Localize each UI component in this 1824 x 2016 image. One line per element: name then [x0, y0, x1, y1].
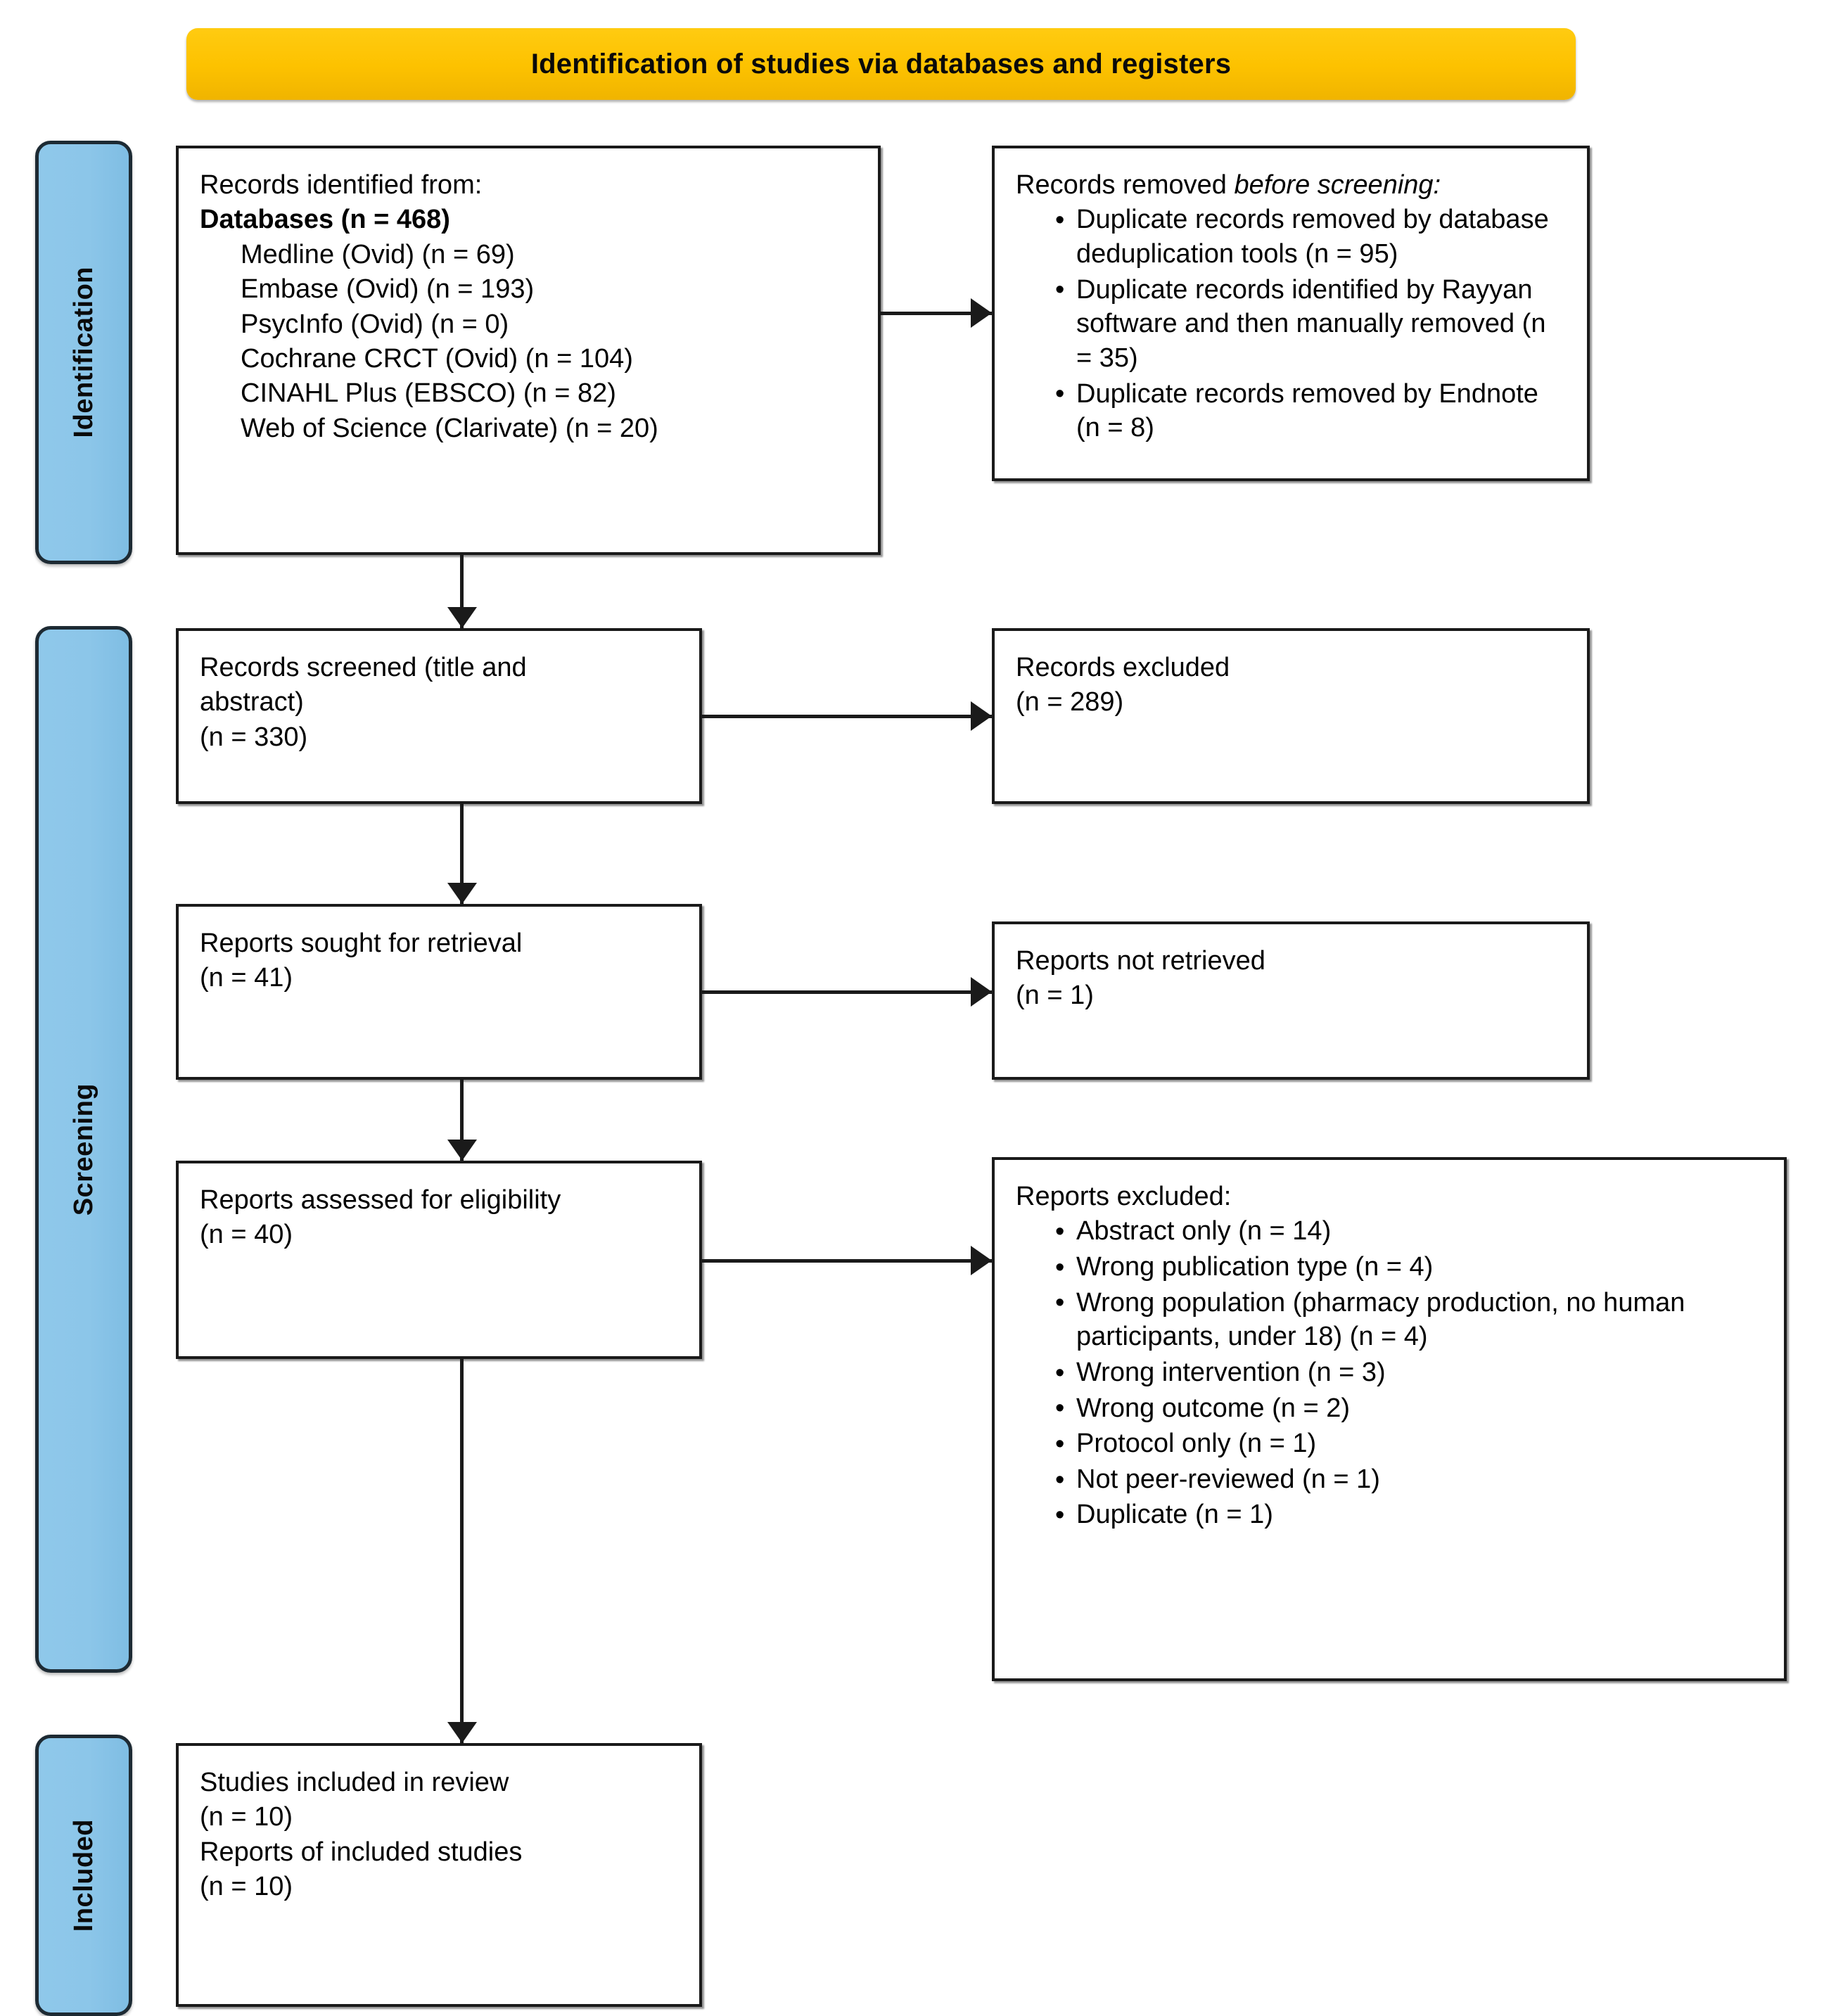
list-item: • Duplicate records removed by Endnote (n…	[1055, 377, 1569, 445]
box-studies-included: Studies included in review (n = 10) Repo…	[176, 1743, 702, 2007]
list-item: • Wrong intervention (n = 3)	[1055, 1355, 1766, 1390]
removed-item-dedup-tools: Duplicate records removed by database de…	[1076, 205, 1549, 269]
records-removed-heading-plain: Records removed	[1016, 170, 1235, 200]
source-cochrane-crct: Cochrane CRCT (Ovid) (n = 104)	[241, 343, 633, 374]
box-records-removed-before-screening: Records removed before screening: • Dupli…	[992, 146, 1590, 481]
excluded-reason-duplicate: Duplicate (n = 1)	[1076, 1500, 1273, 1530]
excluded-reason-wrong-publication-type: Wrong publication type (n = 4)	[1076, 1252, 1434, 1282]
arrow-down-icon	[447, 1140, 477, 1161]
arrow-down-icon	[447, 1722, 477, 1743]
removed-item-endnote: Duplicate records removed by Endnote (n …	[1076, 378, 1538, 443]
reports-sought-label: Reports sought for retrieval	[200, 929, 523, 958]
removed-item-rayyan: Duplicate records identified by Rayyan s…	[1076, 274, 1546, 373]
bullet-icon: •	[1055, 1465, 1065, 1495]
reports-of-included-studies-count: (n = 10)	[200, 1872, 293, 1902]
stage-label-identification: Identification	[68, 267, 98, 438]
list-item: • Wrong population (pharmacy production, …	[1055, 1286, 1766, 1354]
studies-included-count: (n = 10)	[200, 1802, 293, 1832]
connector-screened-to-records-excluded	[702, 715, 993, 718]
studies-included-label: Studies included in review	[200, 1768, 509, 1797]
records-removed-heading: Records removed before screening:	[1016, 168, 1569, 203]
box-reports-not-retrieved: Reports not retrieved (n = 1)	[992, 921, 1590, 1080]
reports-assessed-count: (n = 40)	[200, 1220, 293, 1250]
connector-assessed-to-included	[460, 1359, 464, 1743]
excluded-reason-wrong-population: Wrong population (pharmacy production, n…	[1076, 1287, 1685, 1352]
stage-tab-included: Included	[35, 1735, 132, 2016]
arrow-right-icon	[971, 298, 992, 328]
bullet-icon: •	[1055, 1500, 1065, 1531]
bullet-icon: •	[1055, 1429, 1065, 1459]
box-records-screened: Records screened (title and abstract) (n…	[176, 628, 702, 804]
reports-excluded-list: • Abstract only (n = 14) • Wrong publicati…	[1016, 1214, 1766, 1532]
stage-tab-identification: Identification	[35, 141, 132, 564]
records-removed-heading-italic: before screening:	[1234, 170, 1441, 200]
list-item: • Abstract only (n = 14)	[1055, 1214, 1766, 1249]
arrow-right-icon	[971, 1246, 992, 1275]
bullet-icon: •	[1055, 1217, 1065, 1247]
excluded-reason-wrong-outcome: Wrong outcome (n = 2)	[1076, 1393, 1350, 1423]
box-reports-excluded: Reports excluded: • Abstract only (n = 14…	[992, 1157, 1787, 1681]
records-screened-line1: Records screened (title and	[200, 653, 527, 682]
box-records-identified: Records identified from: Databases (n = …	[176, 146, 881, 555]
source-psycinfo: PsycInfo (Ovid) (n = 0)	[241, 309, 509, 339]
source-cinahl-plus: CINAHL Plus (EBSCO) (n = 82)	[241, 378, 616, 409]
list-item: • Duplicate records removed by database d…	[1055, 203, 1569, 271]
box-reports-sought-for-retrieval: Reports sought for retrieval (n = 41)	[176, 904, 702, 1080]
bullet-icon: •	[1055, 275, 1065, 305]
list-item: • Wrong outcome (n = 2)	[1055, 1391, 1766, 1426]
stage-tab-screening: Screening	[35, 626, 132, 1673]
source-embase: Embase (Ovid) (n = 193)	[241, 274, 535, 305]
reports-excluded-heading: Reports excluded:	[1016, 1182, 1232, 1211]
records-identified-heading: Records identified from:	[200, 170, 483, 200]
excluded-reason-abstract-only: Abstract only (n = 14)	[1076, 1216, 1332, 1246]
source-web-of-science: Web of Science (Clarivate) (n = 20)	[241, 413, 658, 443]
reports-assessed-label: Reports assessed for eligibility	[200, 1185, 561, 1215]
connector-identified-to-removed	[881, 312, 993, 315]
excluded-reason-protocol-only: Protocol only (n = 1)	[1076, 1429, 1317, 1459]
bullet-icon: •	[1055, 1252, 1065, 1282]
records-excluded-count: (n = 289)	[1016, 687, 1124, 717]
list-item: • Duplicate (n = 1)	[1055, 1498, 1766, 1532]
list-item: • Not peer-reviewed (n = 1)	[1055, 1462, 1766, 1497]
bullet-icon: •	[1055, 205, 1065, 236]
excluded-reason-not-peer-reviewed: Not peer-reviewed (n = 1)	[1076, 1464, 1380, 1494]
arrow-down-icon	[447, 607, 477, 628]
reports-of-included-studies-label: Reports of included studies	[200, 1837, 523, 1867]
excluded-reason-wrong-intervention: Wrong intervention (n = 3)	[1076, 1357, 1386, 1387]
list-item: • Protocol only (n = 1)	[1055, 1427, 1766, 1461]
source-medline: Medline (Ovid) (n = 69)	[241, 239, 515, 269]
bullet-icon: •	[1055, 1358, 1065, 1388]
connector-assessed-to-reports-excluded	[702, 1259, 993, 1263]
connector-sought-to-assessed	[460, 1080, 464, 1161]
connector-screened-to-sought	[460, 804, 464, 904]
arrow-right-icon	[971, 701, 992, 731]
reports-sought-count: (n = 41)	[200, 963, 293, 993]
bullet-icon: •	[1055, 1393, 1065, 1424]
box-reports-assessed-for-eligibility: Reports assessed for eligibility (n = 40…	[176, 1161, 702, 1359]
records-removed-list: • Duplicate records removed by database d…	[1016, 203, 1569, 445]
records-identified-databases-total: Databases (n = 468)	[200, 205, 450, 235]
identification-banner: Identification of studies via databases …	[186, 28, 1576, 100]
stage-label-included: Included	[68, 1818, 98, 1932]
banner-title: Identification of studies via databases …	[530, 49, 1232, 79]
reports-not-retrieved-label: Reports not retrieved	[1016, 946, 1265, 976]
bullet-icon: •	[1055, 1288, 1065, 1318]
list-item: • Wrong publication type (n = 4)	[1055, 1250, 1766, 1284]
records-screened-line2: abstract)	[200, 687, 304, 717]
records-screened-count: (n = 330)	[200, 722, 308, 752]
bullet-icon: •	[1055, 379, 1065, 409]
connector-identified-to-screened	[460, 555, 464, 628]
arrow-down-icon	[447, 883, 477, 904]
reports-not-retrieved-count: (n = 1)	[1016, 981, 1094, 1011]
list-item: • Duplicate records identified by Rayyan …	[1055, 273, 1569, 376]
stage-label-screening: Screening	[68, 1083, 98, 1216]
arrow-right-icon	[971, 977, 992, 1007]
connector-sought-to-not-retrieved	[702, 990, 993, 994]
records-excluded-label: Records excluded	[1016, 653, 1230, 682]
box-records-excluded: Records excluded (n = 289)	[992, 628, 1590, 804]
